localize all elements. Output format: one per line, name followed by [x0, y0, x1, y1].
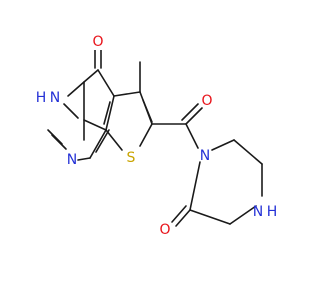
bond	[63, 103, 79, 119]
bond	[103, 101, 111, 125]
bond	[83, 69, 99, 83]
nitrogen-atom-label: N	[200, 148, 210, 164]
oxygen-atom-label: O	[201, 93, 212, 109]
label-mask	[89, 32, 107, 50]
sulfur-atom-label: S	[127, 150, 136, 166]
bond	[67, 81, 85, 97]
bond	[211, 139, 235, 151]
bond	[142, 99, 153, 123]
bond	[97, 69, 115, 97]
oxygen-atom-label: O	[92, 34, 103, 50]
hydrogen-atom-label: H	[36, 90, 47, 106]
bond	[189, 209, 231, 225]
bond	[171, 205, 187, 223]
bond	[105, 95, 115, 131]
bond	[95, 129, 110, 153]
bond	[105, 129, 123, 151]
structure-svg: O H N N S O N O N H	[36, 32, 278, 238]
nitrogen-atom-label: N	[50, 90, 60, 106]
hydrogen-atom-label: H	[267, 204, 278, 220]
bond	[139, 123, 153, 147]
bond	[89, 129, 107, 159]
bond	[51, 134, 67, 150]
nitrogen-atom-label: N	[253, 204, 263, 220]
molecule-diagram: O H N N S O N O N H	[36, 32, 278, 238]
bond	[229, 205, 257, 225]
bond	[83, 119, 107, 131]
bond	[233, 139, 263, 165]
oxygen-atom-label: O	[159, 222, 170, 238]
bond	[77, 157, 91, 161]
bond	[175, 209, 191, 227]
bond	[185, 123, 199, 149]
bond-lines	[47, 49, 263, 227]
bond	[185, 107, 203, 125]
nitrogen-atom-label: N	[67, 152, 77, 168]
bond	[181, 103, 199, 121]
bond	[189, 161, 201, 211]
bond	[113, 91, 141, 97]
atom-labels: O H N N S O N O N H	[36, 32, 278, 238]
